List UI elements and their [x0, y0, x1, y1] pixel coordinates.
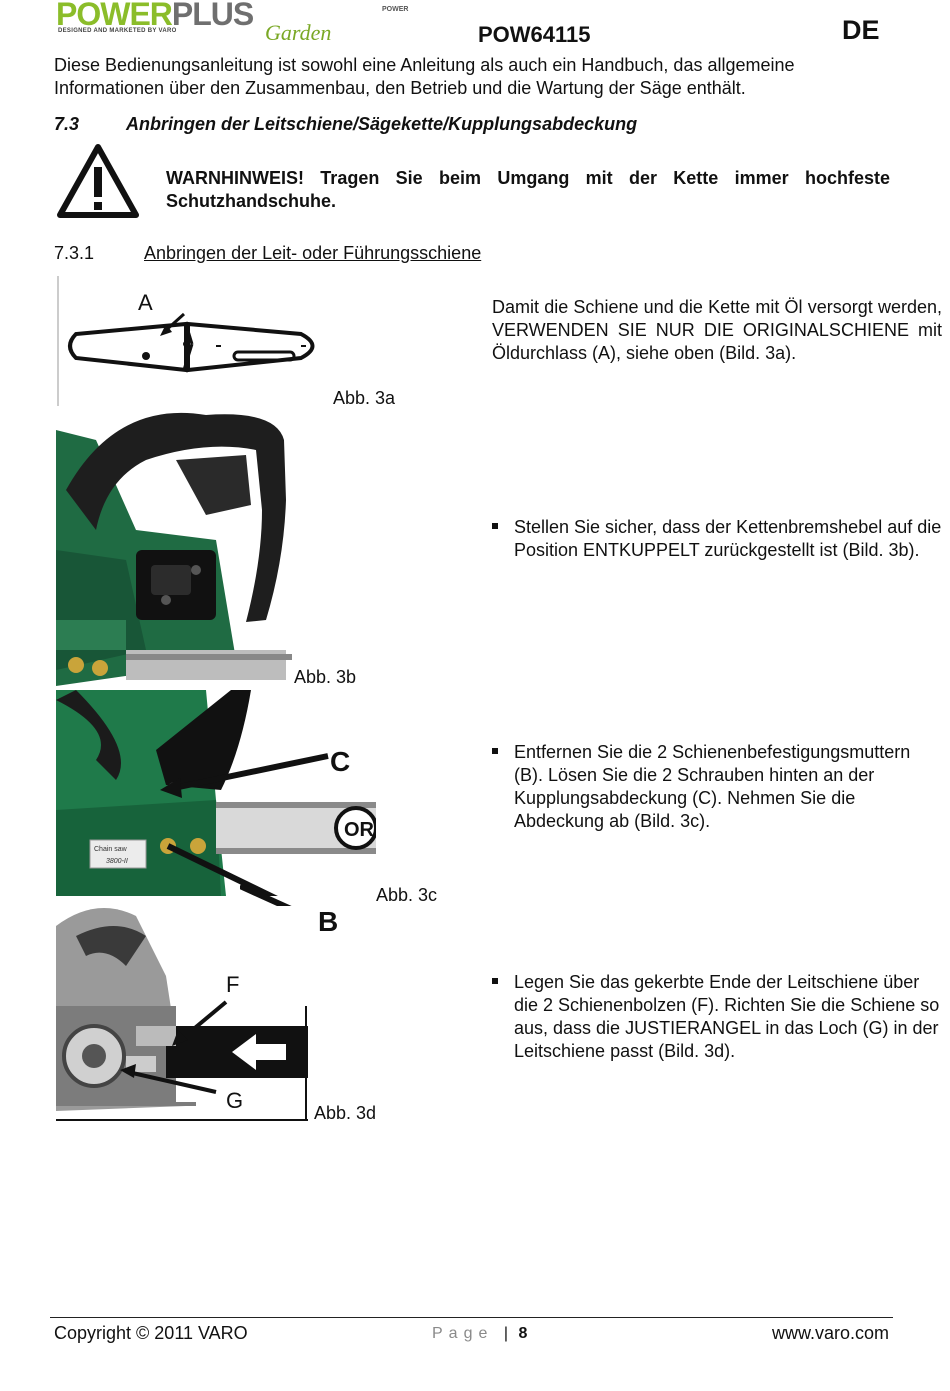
figure-3b-caption: Abb. 3b — [294, 667, 357, 687]
figure-3d-caption: Abb. 3d — [314, 1103, 377, 1123]
footer-separator: | — [503, 1325, 508, 1342]
bullet-item-fit-bar: Legen Sie das gekerbte Ende der Leitschi… — [492, 971, 944, 1063]
figure-3b-chainsaw-photo — [56, 410, 292, 686]
bullet-square-icon — [492, 748, 498, 754]
warning-triangle-icon — [56, 143, 140, 224]
footer-page-indicator: Page | 8 — [432, 1325, 527, 1343]
bullet-item-brake: Stellen Sie sicher, dass der Kettenbrems… — [492, 516, 944, 562]
footer-divider — [50, 1317, 893, 1318]
bullet-item-remove-cover: Entfernen Sie die 2 Schienenbefestigungs… — [492, 741, 922, 833]
bullet-square-icon — [492, 978, 498, 984]
figure-3c-label-c: C — [330, 746, 351, 777]
figure-3c-caption: Abb. 3c — [376, 885, 438, 905]
logo-badge: POWER — [382, 6, 409, 13]
figure-3d-label-g: G — [226, 1088, 243, 1113]
intro-paragraph: Diese Bedienungsanleitung ist sowohl ein… — [54, 55, 795, 98]
figure-3c-chainsaw-label: Chain saw — [94, 846, 128, 853]
bullet-text: Entfernen Sie die 2 Schienenbefestigungs… — [514, 742, 911, 831]
bullet-text: Stellen Sie sicher, dass der Kettenbrems… — [514, 517, 942, 560]
section-heading: 7.3 Anbringen der Leitschiene/Sägekette/K… — [54, 114, 637, 135]
logo-power-text: POWER — [56, 0, 173, 32]
subsection-heading: 7.3.1 Anbringen der Leit- oder Führungssc… — [54, 243, 481, 264]
footer-page-number: 8 — [518, 1325, 528, 1342]
footer-copyright: Copyright © 2011 VARO — [54, 1323, 248, 1343]
footer-website: www.varo.com — [772, 1323, 890, 1343]
bullet-text: Legen Sie das gekerbte Ende der Leitschi… — [514, 972, 940, 1061]
figure-3a-guide-bar: A — [56, 276, 336, 406]
logo-garden-text: Garden — [265, 20, 332, 45]
logo-tagline: DESIGNED AND MARKETED BY VARO — [58, 28, 177, 34]
figure-3d-label-f: F — [226, 972, 239, 997]
figure-3d-bar-bolts-photo: F G — [56, 906, 308, 1122]
section-title: Anbringen der Leitschiene/Sägekette/Kupp… — [126, 114, 638, 134]
paragraph-oil-bar: Damit die Schiene und die Kette mit Öl v… — [492, 297, 942, 363]
language-code: DE — [842, 15, 880, 45]
figure-3c-model-label: 3800-II — [106, 858, 128, 865]
subsection-title: Anbringen der Leit- oder Führungsschiene — [144, 243, 482, 263]
figure-3a-caption: Abb. 3a — [333, 388, 396, 408]
footer-page-word: Page — [432, 1325, 494, 1342]
figure-3c-clutch-photo: OR Chain saw 3800-II — [56, 690, 376, 896]
section-number: 7.3 — [54, 114, 80, 134]
bullet-square-icon — [492, 523, 498, 529]
figure-3a-label-a: A — [138, 290, 153, 315]
logo-plus-text: PLUS — [171, 0, 254, 32]
figure-3c-label-b: B — [318, 906, 339, 937]
warning-text: WARNHINWEIS! Tragen Sie beim Umgang mit … — [166, 168, 890, 211]
subsection-number: 7.3.1 — [54, 243, 95, 263]
model-number: POW64115 — [478, 22, 591, 47]
figure-3c-bar-brand: OR — [344, 819, 375, 841]
brand-logo: POWERPLUS — [56, 0, 254, 30]
